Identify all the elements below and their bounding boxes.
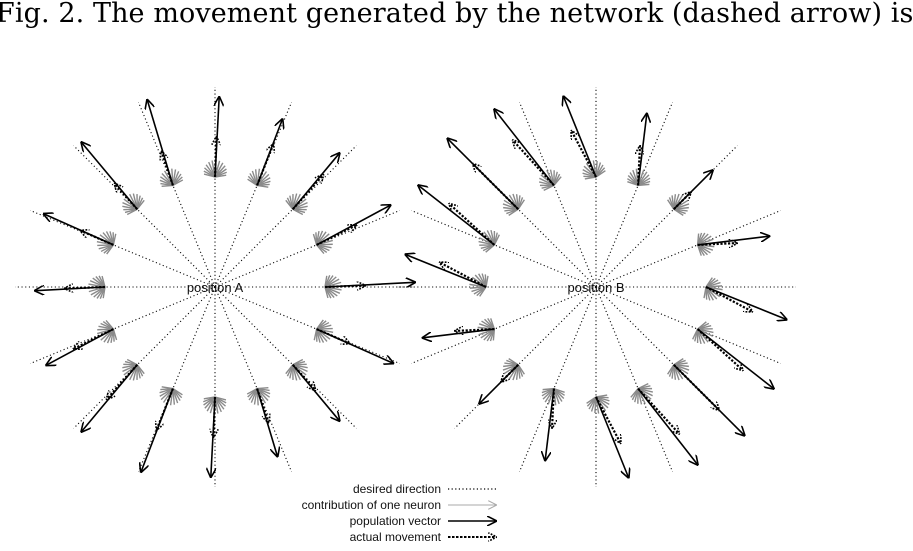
population-vector-arrow — [81, 142, 138, 210]
population-vector-arrow — [637, 114, 647, 186]
population-vector-arrow — [406, 254, 487, 288]
neuron-contribution-fan — [312, 230, 333, 255]
neuron-contribution-fan — [97, 319, 118, 344]
population-vector-arrow — [448, 139, 519, 210]
actual-movement-arrow — [638, 146, 640, 186]
actual-movement-arrow — [449, 204, 496, 246]
neuron-contribution-fan — [541, 387, 565, 406]
actual-movement-arrow — [440, 262, 487, 288]
population-vector-arrow — [697, 328, 774, 389]
desired-direction-line — [214, 286, 400, 365]
desired-direction-line — [73, 145, 216, 288]
population-vector-arrow — [44, 214, 114, 246]
population-vector-arrow — [479, 364, 519, 404]
actual-movement-arrow — [595, 396, 621, 443]
neuron-contribution-fan — [247, 168, 271, 188]
actual-movement-arrow — [455, 329, 495, 331]
population-vector-arrow — [141, 388, 174, 472]
legend-label-contribution-of-one-neuron: contribution of one neuron — [302, 498, 441, 512]
desired-direction-line — [214, 209, 400, 288]
desired-direction-line — [214, 102, 293, 288]
figure-caption: Fig. 2. The movement generated by the ne… — [0, 0, 913, 29]
population-vector-arrow — [595, 396, 629, 477]
desired-direction-line — [30, 209, 216, 288]
population-vector-arrow — [147, 100, 174, 186]
population-vector-arrow — [423, 328, 495, 338]
actual-movement-arrow — [705, 286, 752, 312]
population-vector-arrow — [211, 396, 215, 477]
population-vector-arrow — [637, 388, 698, 465]
actual-movement-arrow — [696, 328, 743, 370]
population-vector-arrow — [81, 364, 138, 432]
movement-diagram: position A position B desired direction … — [15, 87, 796, 544]
population-vector-arrow — [545, 388, 555, 461]
desired-direction-line — [411, 209, 597, 288]
population-vector-arrow — [215, 97, 219, 178]
population-vector-arrow — [324, 282, 415, 288]
population-vector-arrow — [316, 328, 394, 363]
population-vector-arrow — [46, 328, 114, 365]
neuron-contribution-fan — [469, 273, 489, 297]
desired-direction-line — [214, 145, 357, 288]
legend-label-desired-direction: desired direction — [353, 482, 441, 496]
legend-label-actual-movement: actual movement — [350, 530, 442, 544]
actual-movement-arrow — [552, 388, 554, 428]
population-vector-arrow — [705, 286, 786, 320]
actual-movement-arrow — [637, 387, 679, 434]
desired-direction-line — [454, 286, 597, 429]
neuron-contribution-fan — [703, 277, 723, 301]
population-vector-arrow — [292, 153, 340, 210]
desired-direction-line — [595, 145, 738, 288]
population-vector-arrow — [316, 205, 391, 246]
desired-direction-line — [595, 102, 674, 288]
population-vector-arrow — [563, 97, 597, 178]
neuron-contribution-fan — [582, 160, 606, 180]
desired-direction-line — [214, 286, 357, 429]
panel-position-b — [396, 87, 796, 487]
desired-direction-line — [595, 209, 781, 288]
neuron-contribution-fan — [502, 193, 525, 216]
neuron-contribution-fan — [96, 231, 117, 255]
desired-direction-line — [73, 286, 216, 429]
population-vector-arrow — [35, 287, 106, 291]
desired-direction-line — [518, 102, 597, 288]
population-vector-arrow — [256, 388, 277, 457]
panel-position-a — [15, 87, 415, 487]
population-vector-arrow — [673, 364, 745, 436]
population-vector-arrow — [418, 185, 495, 246]
desired-direction-line — [595, 286, 781, 365]
actual-movement-arrow — [513, 140, 555, 187]
population-vector-arrow — [292, 364, 340, 421]
neuron-contribution-fan — [313, 319, 334, 343]
population-vector-arrow — [697, 236, 770, 246]
population-vector-arrow — [494, 109, 555, 186]
desired-direction-line — [518, 286, 597, 472]
actual-movement-arrow — [697, 243, 737, 245]
neuron-contribution-fan — [586, 394, 610, 414]
actual-movement-arrow — [571, 131, 597, 178]
population-vector-arrow — [256, 119, 282, 186]
neuron-contribution-fan — [692, 321, 714, 345]
desired-direction-line — [595, 286, 674, 472]
desired-direction-line — [30, 286, 216, 365]
desired-direction-line — [214, 286, 293, 472]
desired-direction-line — [137, 102, 216, 288]
desired-direction-line — [411, 286, 597, 365]
population-vector-arrow — [673, 170, 713, 210]
neuron-contribution-fan — [627, 168, 651, 187]
legend: desired direction contribution of one ne… — [302, 482, 496, 544]
legend-label-population-vector: population vector — [350, 514, 441, 528]
position-a-label: position A — [187, 280, 244, 295]
position-b-label: position B — [567, 280, 624, 295]
desired-direction-line — [137, 286, 216, 472]
